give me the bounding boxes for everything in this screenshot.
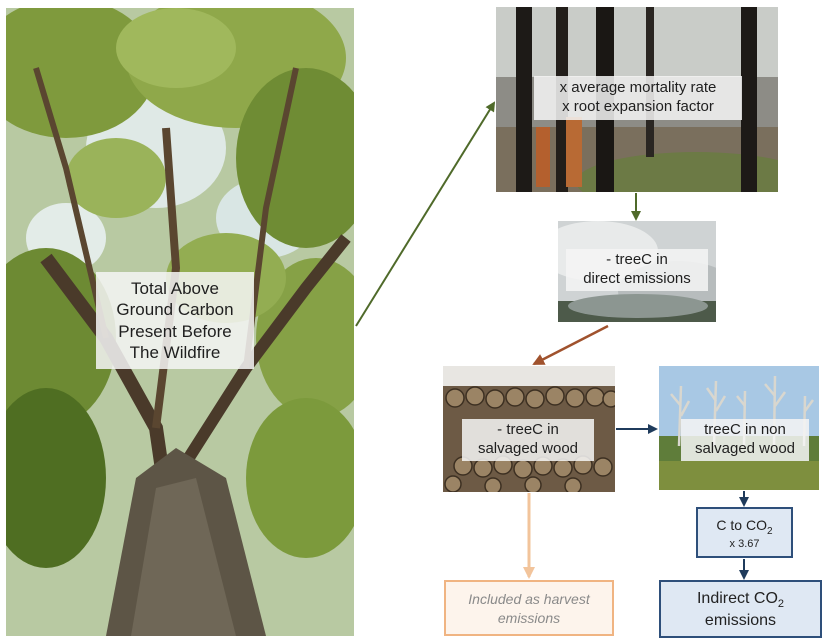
indirect-emissions-line-1: Indirect CO2 [661,590,820,610]
source-carbon-line-1: Total Above [131,279,219,298]
harvest-emissions-box: Included as harvest emissions [444,580,614,636]
arrow-source-to-mortality [355,101,496,327]
source-carbon-label: Total Above Ground Carbon Present Before… [96,272,254,369]
source-carbon-line-2: Ground Carbon [116,300,234,320]
salvaged-wood-line-1: - treeC in [497,421,559,438]
indirect-emissions-prefix: Indirect CO [696,590,778,607]
arrow-direct-to-salvaged [532,324,609,366]
direct-emissions-label: - treeC in direct emissions [566,249,708,291]
nonsalvaged-wood-label: treeC in non salvaged wood [681,419,809,461]
co2-conversion-box: C to CO2 x 3.67 [696,507,793,558]
source-carbon-line-3: Present Before [118,321,232,341]
source-carbon-line-4: The Wildfire [129,342,221,362]
salvaged-wood-line-2: salvaged wood [477,439,579,457]
indirect-emissions-box: Indirect CO2 emissions [659,580,822,638]
mortality-line-1: x average mortality rate [559,79,717,96]
harvest-emissions-line-2: emissions [497,610,561,626]
co2-conversion-prefix: C to CO [716,517,767,533]
mortality-line-2: x root expansion factor [562,97,714,115]
direct-emissions-line-2: direct emissions [583,269,691,287]
tree-canopy-photo [6,8,354,636]
salvaged-wood-label: - treeC in salvaged wood [462,419,594,461]
co2-conversion-factor: x 3.67 [729,537,760,550]
co2-conversion-subscript: 2 [767,525,773,537]
direct-emissions-line-1: - treeC in [606,251,668,268]
indirect-emissions-line-2: emissions [704,612,777,630]
indirect-emissions-subscript: 2 [777,598,785,611]
nonsalvaged-wood-line-2: salvaged wood [694,439,796,457]
mortality-label: x average mortality rate x root expansio… [534,76,742,120]
harvest-emissions-line-1: Included as harvest [468,591,590,607]
co2-conversion-title: C to CO2 [698,517,791,537]
nonsalvaged-wood-line-1: treeC in non [704,421,786,438]
